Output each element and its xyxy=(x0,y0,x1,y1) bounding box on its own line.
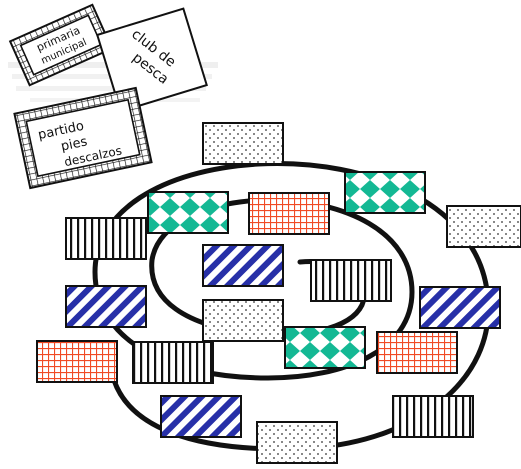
tile-grid xyxy=(376,331,458,374)
tile-diagonal-stripes xyxy=(160,395,242,438)
card-partido-pies-descalzos: partido pies descalzos xyxy=(13,86,153,190)
tile-vertical-stripes xyxy=(65,217,147,260)
tile-dots xyxy=(202,299,284,342)
card-primaria-municipal: primaria municipal xyxy=(8,3,114,87)
tile-diamonds xyxy=(344,171,426,214)
tile-grid xyxy=(36,340,118,383)
tile-vertical-stripes xyxy=(310,259,392,302)
card-club-de-pesca: club de pesca xyxy=(96,7,208,113)
tile-diagonal-stripes xyxy=(202,244,284,287)
tiles xyxy=(36,122,521,464)
tile-vertical-stripes xyxy=(392,395,474,438)
tile-dots xyxy=(202,122,284,165)
tile-grid xyxy=(248,192,330,235)
tile-dots xyxy=(256,421,338,464)
tile-vertical-stripes xyxy=(132,341,214,384)
tile-diagonal-stripes xyxy=(65,285,147,328)
tile-diagonal-stripes xyxy=(419,286,501,329)
tile-dots xyxy=(446,205,521,248)
card-partido-line2: pies xyxy=(60,134,89,154)
tile-diamonds xyxy=(147,191,229,234)
tile-diamonds xyxy=(284,326,366,369)
